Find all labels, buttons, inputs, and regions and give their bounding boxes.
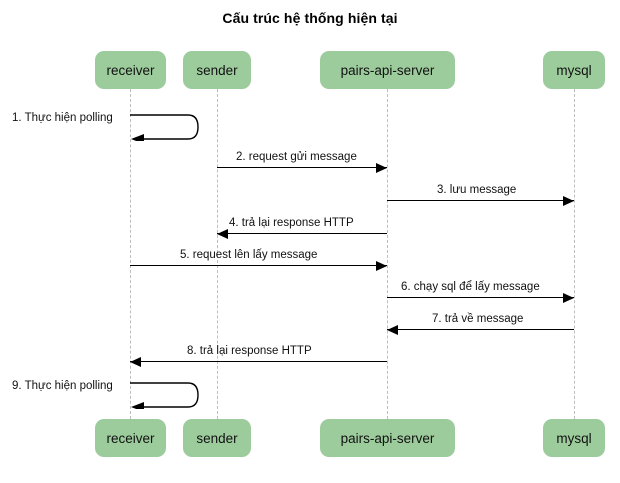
message-line-7 (387, 329, 574, 330)
participant-sender-bottom[interactable]: sender (183, 419, 251, 457)
participant-receiver-bottom[interactable]: receiver (95, 419, 166, 457)
self-message-arrow-1 (130, 113, 202, 141)
participant-pairs-api-server-bottom[interactable]: pairs-api-server (320, 419, 455, 457)
participant-label: sender (196, 430, 238, 446)
message-line-6 (387, 297, 574, 298)
message-line-4 (217, 233, 387, 234)
arrow-head-right-6 (563, 293, 574, 303)
participant-label: receiver (106, 62, 155, 78)
message-line-2 (217, 167, 387, 168)
message-line-3 (387, 200, 574, 201)
participant-label: pairs-api-server (340, 62, 435, 78)
participant-label: mysql (556, 430, 592, 446)
message-label-7: 7. trả về message (432, 313, 524, 325)
participant-mysql-top[interactable]: mysql (543, 51, 605, 89)
message-label-9: 9. Thực hiện polling (12, 380, 113, 392)
message-label-6: 6. chạy sql để lấy message (401, 281, 540, 293)
participant-sender-top[interactable]: sender (183, 51, 251, 89)
lifeline-receiver (130, 89, 131, 419)
participant-label: pairs-api-server (340, 430, 435, 446)
participant-label: sender (196, 62, 238, 78)
arrow-head-right-2 (376, 163, 387, 173)
lifeline-sender (217, 89, 218, 419)
participant-receiver-top[interactable]: receiver (95, 51, 166, 89)
participant-label: mysql (556, 62, 592, 78)
participant-pairs-api-server-top[interactable]: pairs-api-server (320, 51, 455, 89)
message-label-3: 3. lưu message (437, 184, 517, 196)
message-line-5 (130, 265, 387, 266)
page-title: Cấu trúc hệ thống hiện tại (222, 10, 398, 26)
message-label-1: 1. Thực hiện polling (12, 112, 113, 124)
message-label-2: 2. request gửi message (236, 151, 357, 163)
message-label-5: 5. request lên lấy message (180, 249, 318, 261)
arrow-head-right-5 (376, 261, 387, 271)
self-message-arrow-9 (130, 381, 202, 409)
arrow-head-left-7 (387, 325, 398, 335)
participant-mysql-bottom[interactable]: mysql (543, 419, 605, 457)
lifeline-pairs-api-server (387, 89, 388, 419)
arrow-head-right-3 (563, 196, 574, 206)
participant-label: receiver (106, 430, 155, 446)
lifeline-mysql (574, 89, 575, 419)
arrow-head-left-8 (130, 357, 141, 367)
arrow-head-left-4 (217, 229, 228, 239)
message-label-4: 4. trả lại response HTTP (229, 217, 354, 229)
message-label-8: 8. trả lại response HTTP (187, 345, 312, 357)
message-line-8 (130, 361, 387, 362)
